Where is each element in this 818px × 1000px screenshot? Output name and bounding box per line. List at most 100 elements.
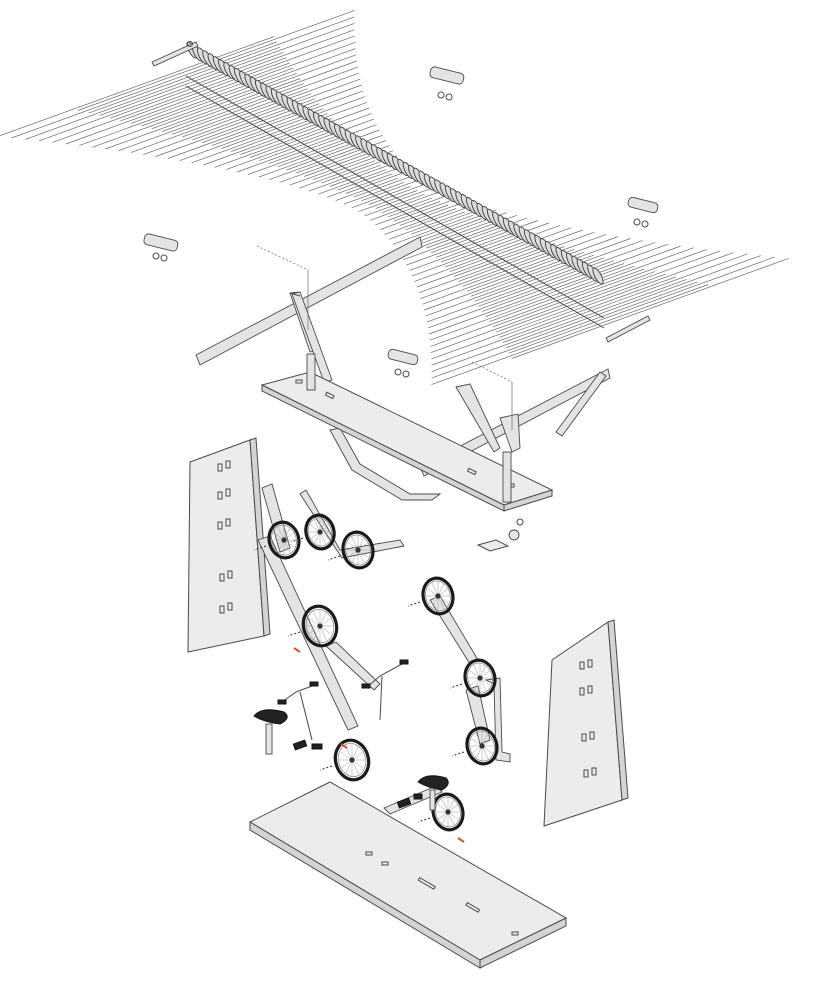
canopy-slat [25,46,281,140]
canopy-slat [431,273,666,360]
canopy-slat [511,258,789,359]
wheel-spoke [351,745,359,761]
canopy-slat [414,237,537,282]
bicycle-wheels [253,513,499,832]
canopy-slat [379,204,449,230]
canopy-slat [481,243,669,312]
canopy-slat [364,193,425,217]
beam-core [185,85,605,329]
canopy-slat [203,118,332,166]
axle-line [449,683,463,689]
canopy-slat [422,249,575,305]
canopy-slats [0,10,789,385]
canopy-slat [358,190,418,212]
bicycle-wheel [253,520,301,560]
canopy-slat [403,224,500,261]
bicycle-wheel [417,792,465,832]
canopy-slat [424,251,585,311]
wheel-hub [445,809,451,815]
wheel-hub [355,547,361,553]
canopy-slat [418,243,556,294]
pedals [292,647,465,843]
bicycle-wheel [449,658,497,698]
canopy-slat [416,240,546,288]
canopy-slat [499,252,734,338]
wheel-hub [477,675,483,681]
canopy-slat [351,186,411,209]
canopy-slat [268,124,377,165]
wheel-rim [435,796,461,828]
canopy-slat [345,169,411,194]
canopy-slat [489,247,694,323]
canopy-slat [326,173,393,198]
canopy-slat [237,132,346,173]
canopy-slat [399,200,469,226]
canopy-slat [259,118,375,161]
canopy-slat [38,52,284,142]
wheel-spoke [351,759,359,775]
spiral-coil [592,267,604,285]
bicycle-saddle [253,709,288,755]
canopy-slat [286,134,383,171]
top-left-rail [151,41,199,67]
canopy-slat [440,222,549,263]
bicycle-wheel [407,576,455,616]
wheel-rim [425,580,451,612]
canopy-slat [425,254,595,317]
wheel-hub [317,623,323,629]
canopy-slat [505,255,761,349]
wheel-tire [301,604,339,648]
wheel-spoke [319,611,327,627]
bicycle-wheel [287,604,339,648]
canopy-slat [405,203,478,231]
canopy-slat [449,227,572,273]
canopy-spiral-beam [185,41,605,329]
axle-line [407,601,421,607]
bicycle-wheel [327,530,375,570]
end-bracket [627,196,659,228]
axle-line [287,631,301,637]
threaded-rods [256,245,513,430]
wheel-spoke [345,759,353,775]
canopy-slat [454,229,583,277]
canopy-slat [335,177,398,201]
canopy-slat [171,66,359,135]
canopy-slat [406,227,509,266]
wheel-rim [305,608,335,644]
right-rail [605,315,651,343]
canopy-slat [430,268,645,347]
canopy-slat [431,276,677,366]
canopy-slat [492,249,707,328]
end-bracket [143,233,179,262]
canopy-slat [191,78,361,141]
axle-line [327,555,341,561]
canopy-slat [343,182,405,205]
wheel-hub [349,757,355,763]
canopy-slat [211,90,364,146]
canopy-slat [470,238,631,297]
wheel-rim [337,742,367,778]
canopy-slat [214,122,337,168]
bicycle-wheel [290,513,336,551]
axle-line [451,751,465,757]
canopy-slat [462,234,607,287]
bicycle-wheel [319,738,371,782]
wheel-hub [281,537,287,543]
wheel-rim [307,517,333,547]
bicycle-handlebar [277,681,319,741]
bicycle-handlebar [361,659,409,721]
wheel-tire [333,738,371,782]
wheel-spoke [313,625,321,641]
canopy-slat [431,279,687,372]
canopy-slat [353,174,416,198]
end-bracket [429,66,465,101]
canopy-slat [420,246,565,299]
canopy-slat [393,197,460,222]
canopy-slat [221,96,366,149]
canopy-slat [269,146,360,181]
canopy-slat [445,225,561,268]
canopy-slat [502,253,748,343]
canopy-slat [299,160,376,189]
canopy-slat [201,84,362,144]
wheel-tire [431,792,465,832]
